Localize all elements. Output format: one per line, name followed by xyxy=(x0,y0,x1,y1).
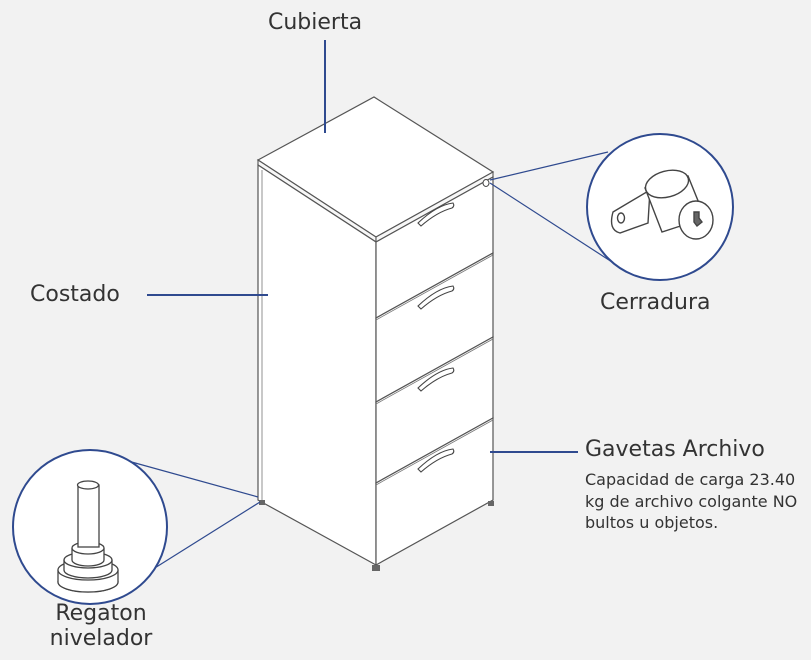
foot-right xyxy=(488,501,494,506)
leader-regaton-bottom xyxy=(141,501,261,577)
label-cerradura: Cerradura xyxy=(600,290,711,315)
handle-4 xyxy=(417,448,455,473)
foot-front xyxy=(372,565,380,571)
label-cubierta: Cubierta xyxy=(268,10,363,35)
cabinet-lock xyxy=(482,179,490,187)
label-regaton-line2: nivelador xyxy=(49,626,153,652)
leader-regaton-top xyxy=(127,460,259,498)
lock-detail-drawing xyxy=(610,169,714,240)
handle-1 xyxy=(417,202,455,227)
label-gavetas-description: Capacidad de carga 23.40 kg de archivo c… xyxy=(585,470,798,533)
label-regaton-nivelador: Regaton nivelador xyxy=(26,601,176,652)
label-costado: Costado xyxy=(30,282,120,307)
leveler-detail-drawing xyxy=(57,480,119,593)
handle-3 xyxy=(417,367,455,392)
leader-cerradura-bottom xyxy=(489,182,613,263)
label-gavetas-archivo: Gavetas Archivo xyxy=(585,437,765,462)
label-regaton-line1: Regaton xyxy=(55,601,147,626)
handle-2 xyxy=(417,285,455,310)
drawer-4 xyxy=(375,416,494,567)
leader-cerradura-top xyxy=(489,151,609,181)
foot-left xyxy=(259,500,265,505)
